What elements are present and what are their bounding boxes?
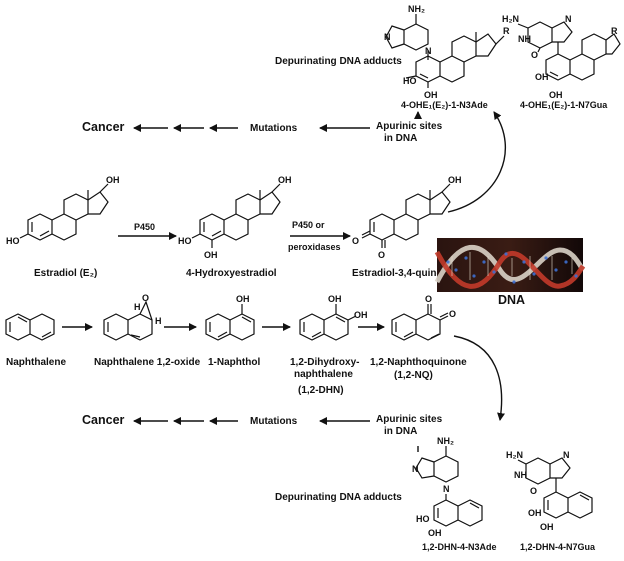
- svg-text:NH: NH: [518, 34, 531, 44]
- top-cancer: Cancer: [82, 120, 125, 134]
- top-apurinic-2: in DNA: [384, 133, 417, 144]
- bottom-cancer: Cancer: [82, 413, 125, 427]
- svg-text:OH: OH: [448, 175, 462, 185]
- enzyme-p450-peroxidases-1: P450 or: [292, 220, 325, 230]
- adduct-dhn-n3ade-structure: NH₂ N N HO OH: [412, 436, 483, 538]
- svg-text:O: O: [142, 293, 149, 303]
- svg-text:O: O: [352, 236, 359, 246]
- estradiol-label: Estradiol (E₂): [34, 268, 97, 279]
- naphthalene-oxide-structure: O H H: [103, 293, 162, 341]
- svg-text:OH: OH: [424, 90, 438, 100]
- top-adducts-title: Depurinating DNA adducts: [275, 56, 402, 67]
- svg-text:N: N: [563, 450, 570, 460]
- svg-text:H₂N: H₂N: [502, 14, 519, 24]
- dhn-label-1: 1,2-Dihydroxy-: [290, 357, 359, 368]
- enzyme-p450-peroxidases-2: peroxidases: [288, 242, 341, 252]
- estradiol-structure: OH HO: [6, 175, 120, 246]
- bottom-adducts-title: Depurinating DNA adducts: [275, 492, 402, 503]
- svg-text:NH: NH: [514, 470, 527, 480]
- svg-text:O: O: [530, 486, 537, 496]
- naphthalene-label: Naphthalene: [6, 357, 66, 368]
- svg-text:N: N: [443, 484, 450, 494]
- dna-label: DNA: [498, 293, 525, 307]
- naphthol-label: 1-Naphthol: [208, 357, 260, 368]
- svg-text:OH: OH: [540, 522, 554, 532]
- top-adduct-1-label: 4-OHE₁(E₂)-1-N3Ade: [401, 100, 488, 110]
- svg-text:OH: OH: [328, 294, 342, 304]
- svg-text:HO: HO: [6, 236, 20, 246]
- svg-text:O: O: [531, 50, 538, 60]
- svg-text:N: N: [565, 14, 572, 24]
- dhn-label-2: naphthalene: [294, 369, 353, 380]
- enzyme-p450: P450: [134, 222, 155, 232]
- naphthoquinone-structure: O O: [391, 294, 456, 341]
- naphthol-structure: OH: [205, 294, 255, 341]
- naphthalene-structure: [5, 313, 55, 341]
- svg-text:NH₂: NH₂: [437, 436, 454, 446]
- top-apurinic-1: Apurinic sites: [376, 121, 443, 132]
- hydroxyestradiol-structure: OH HO OH: [178, 175, 292, 260]
- svg-text:HO: HO: [403, 76, 417, 86]
- svg-text:OH: OH: [204, 250, 218, 260]
- bottom-mutations: Mutations: [250, 416, 298, 427]
- naphthalene-oxide-label: Naphthalene 1,2-oxide: [94, 357, 201, 368]
- dihydroxynaphthalene-structure: OH OH: [299, 294, 368, 341]
- dhn-label-3: (1,2-DHN): [298, 385, 344, 396]
- svg-text:N: N: [412, 464, 419, 474]
- bottom-adduct-2-label: 1,2-DHN-4-N7Gua: [520, 542, 596, 552]
- svg-text:O: O: [449, 309, 456, 319]
- adduct-n7gua-structure: H₂N NH N O R OH OH: [502, 14, 621, 100]
- svg-text:OH: OH: [106, 175, 120, 185]
- dna-image: [434, 238, 586, 292]
- adduct-n3ade-structure: NH₂ N N R HO OH: [384, 4, 510, 100]
- nq-label-2: (1,2-NQ): [394, 370, 433, 381]
- svg-text:NH₂: NH₂: [408, 4, 425, 14]
- svg-text:R: R: [611, 26, 618, 36]
- svg-text:O: O: [425, 294, 432, 304]
- bottom-adduct-1-label: 1,2-DHN-4-N3Ade: [422, 542, 497, 552]
- svg-text:O: O: [378, 250, 385, 260]
- nq-label-1: 1,2-Naphthoquinone: [370, 357, 467, 368]
- svg-text:OH: OH: [528, 508, 542, 518]
- svg-text:H₂N: H₂N: [506, 450, 523, 460]
- svg-text:H: H: [155, 316, 162, 326]
- svg-text:OH: OH: [278, 175, 292, 185]
- top-mutations: Mutations: [250, 123, 298, 134]
- svg-text:R: R: [503, 26, 510, 36]
- svg-text:OH: OH: [535, 72, 549, 82]
- svg-text:HO: HO: [416, 514, 430, 524]
- svg-text:HO: HO: [178, 236, 192, 246]
- bottom-apurinic-1: Apurinic sites: [376, 414, 443, 425]
- svg-text:OH: OH: [428, 528, 442, 538]
- estradiol-quinone-label: Estradiol-3,4-quinone: [352, 268, 455, 279]
- svg-text:H: H: [134, 302, 141, 312]
- hydroxyestradiol-label: 4-Hydroxyestradiol: [186, 268, 277, 279]
- svg-text:OH: OH: [236, 294, 250, 304]
- svg-text:OH: OH: [549, 90, 563, 100]
- bottom-apurinic-2: in DNA: [384, 426, 417, 437]
- estradiol-quinone-structure: OH O O: [352, 175, 462, 260]
- adduct-dhn-n7gua-structure: H₂N NH N O OH OH: [506, 450, 593, 532]
- top-adduct-2-label: 4-OHE₁(E₂)-1-N7Gua: [520, 100, 608, 110]
- svg-text:OH: OH: [354, 310, 368, 320]
- svg-text:N: N: [384, 32, 391, 42]
